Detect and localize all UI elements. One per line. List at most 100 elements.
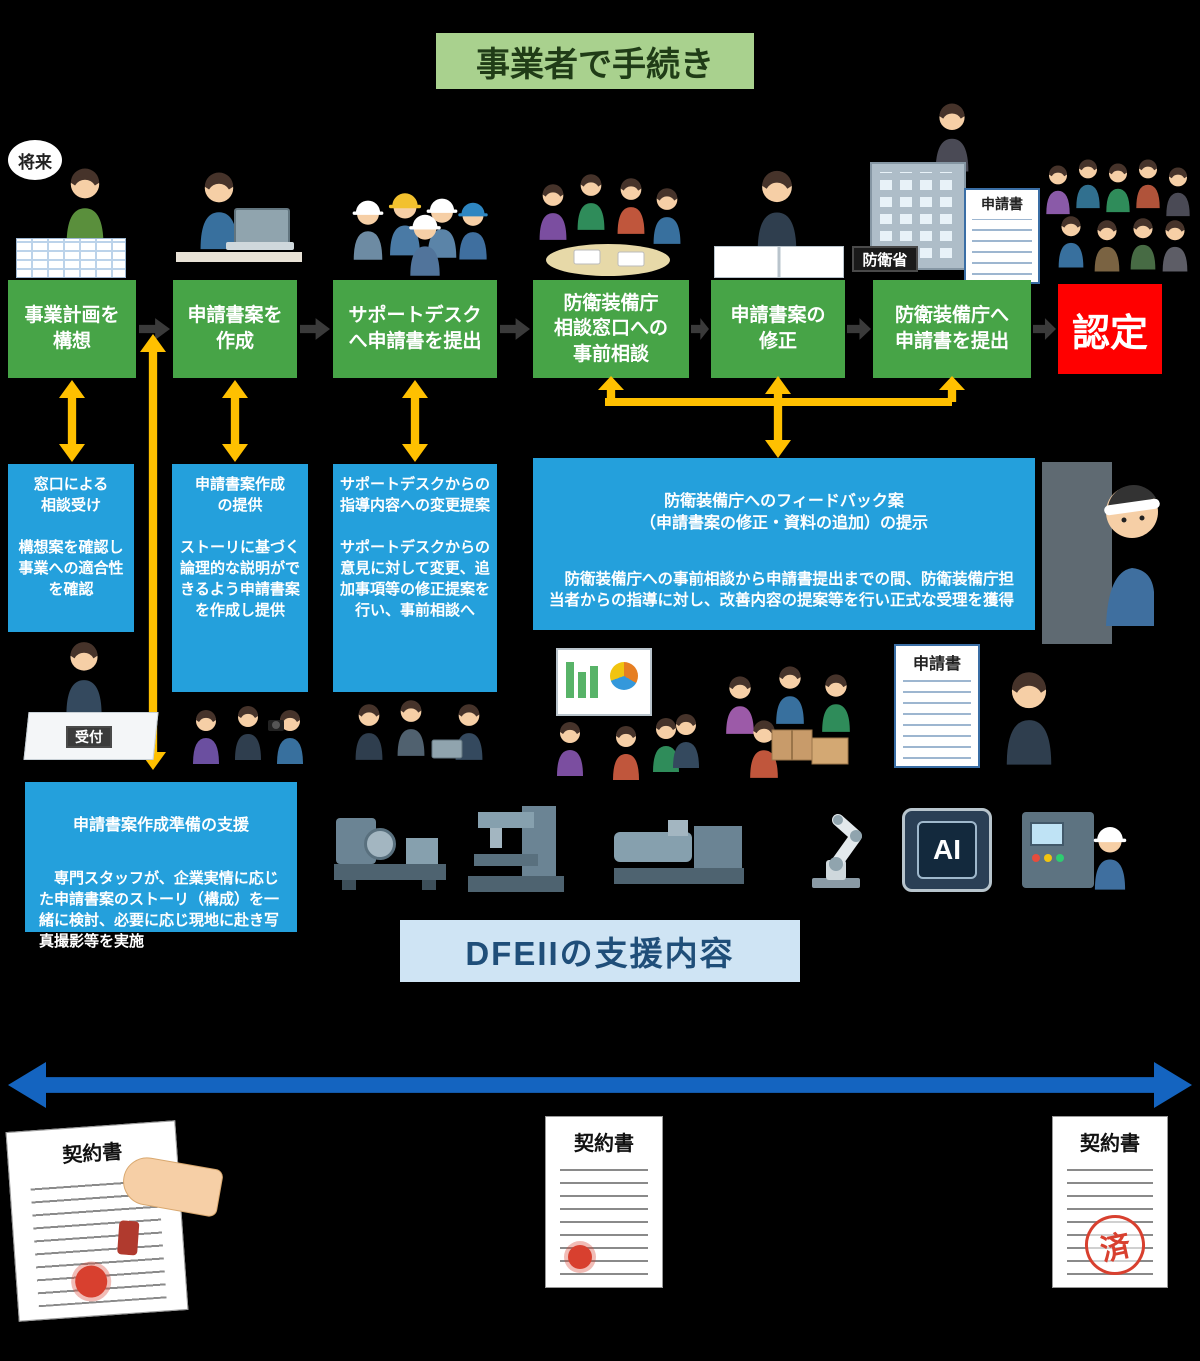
preparation-body: 専門スタッフが、企業実情に応じた申請書案のストーリ（構成）を一緒に検討、必要に応… <box>39 870 280 951</box>
agency-submission-illustration: 防衛省 申請書 <box>852 96 1042 284</box>
support-box-feedback: 防衛装備庁へのフィードバック案 （申請書案の修正・資料の追加）の提示 防衛装備庁… <box>533 458 1035 630</box>
molder-clamp <box>694 826 742 868</box>
machine-button <box>1056 854 1064 862</box>
document-lines <box>972 219 1032 275</box>
robot-arm-illustration <box>812 814 862 888</box>
interview-illustration <box>193 706 303 764</box>
ai-chip-core: AI <box>917 821 977 879</box>
flow-arrow-icon <box>691 318 709 340</box>
support-box-revision: サポートデスクからの指導内容への変更提案 サポートデスクからの意見に対して変更、… <box>333 464 497 692</box>
peeking-person-illustration <box>1104 485 1160 626</box>
contract-title: 契約書 <box>574 1133 634 1155</box>
reception-sign: 受付 <box>66 726 112 748</box>
chart-bar <box>578 672 586 698</box>
flow-step-revise: 申請書案の 修正 <box>711 280 845 378</box>
desk <box>176 252 302 262</box>
operator-machine-illustration <box>1022 804 1134 896</box>
ai-chip-label: AI <box>933 834 961 865</box>
stamp-tool <box>117 1220 140 1256</box>
discussion-illustration <box>355 700 483 760</box>
molder-hopper <box>668 820 688 836</box>
application-document-mid: 申請書 <box>894 644 980 768</box>
mill-spindle <box>490 828 502 848</box>
flow-step-plan: 事業計画を 構想 <box>8 280 136 378</box>
wall <box>1042 462 1112 644</box>
support-box-consultation: 窓口による 相談受け 構想案を確認し事業への適合性を確認 <box>8 464 134 632</box>
molder-barrel <box>614 832 692 862</box>
application-doc-title: 申請書 <box>981 196 1023 212</box>
milling-machine-illustration <box>468 804 564 894</box>
flow-step-submit: 防衛装備庁へ 申請書を提出 <box>873 280 1031 378</box>
laptop-worker-illustration <box>176 160 302 278</box>
box-carrying-illustration <box>726 666 850 778</box>
double-arrow-icon-consult <box>59 380 85 462</box>
machine-screen <box>1030 822 1064 846</box>
support-box-preparation: 申請書案作成準備の支援 専門スタッフが、企業実情に応じた申請書案のストーリ（構成… <box>25 782 297 950</box>
lathe-bed <box>334 864 446 880</box>
chart-bar <box>590 666 598 698</box>
timeline-double-arrow <box>8 1062 1192 1108</box>
support-box-draft: 申請書案作成 の提供 ストーリに基づく論理的な説明ができるよう申請書案を作成し提… <box>172 464 308 692</box>
machine-operator-icon <box>1086 820 1134 892</box>
contract-stamping-illustration: 契約書 <box>5 1120 225 1322</box>
reading-person-icon <box>746 162 808 254</box>
planner-person-icon <box>56 160 114 248</box>
lathe-machine-illustration <box>334 814 446 892</box>
contract-done-illustration: 契約書 済 <box>1052 1116 1168 1288</box>
flow-arrow-icon <box>300 318 330 340</box>
ai-chip-illustration: AI <box>902 808 992 892</box>
blueprint-paper <box>16 238 126 278</box>
double-arrow-icon-feedback <box>765 376 791 458</box>
chart-bar <box>566 662 574 698</box>
flow-step-pre-consult: 防衛装備庁 相談窓口への 事前相談 <box>533 280 689 378</box>
flow-arrow-icon <box>847 318 871 340</box>
celebrating-crowd-illustration <box>1046 159 1190 272</box>
double-arrow-icon-revise <box>402 380 428 462</box>
meeting-illustration <box>539 174 681 276</box>
machine-button <box>1032 854 1040 862</box>
double-arrow-icon-draft <box>222 380 248 462</box>
flow-step-draft: 申請書案を 作成 <box>173 280 297 378</box>
open-documents <box>714 246 844 278</box>
flow-step-support-desk: サポートデスク へ申請書を提出 <box>333 280 497 378</box>
future-speech-bubble: 将来 <box>8 140 62 180</box>
contract-title: 契約書 <box>61 1141 124 1168</box>
header-banner: 事業者で手続き <box>436 33 754 89</box>
mill-base <box>468 876 564 892</box>
chart-pie <box>610 662 638 690</box>
application-document-top: 申請書 <box>964 188 1040 284</box>
machine-button <box>1044 854 1052 862</box>
application-handover-illustration: 申請書 <box>890 644 1070 774</box>
feedback-title: 防衛装備庁へのフィードバック案 （申請書案の修正・資料の追加）の提示 <box>639 493 928 533</box>
dfeii-banner-text: DFEIIの支援内容 <box>465 935 735 972</box>
injection-molding-illustration <box>614 820 744 888</box>
page-title: 事業者で手続き <box>476 45 714 84</box>
presenting-person-icon <box>994 662 1064 768</box>
preparation-title: 申請書案作成準備の支援 <box>72 817 249 834</box>
application-doc-title-mid: 申請書 <box>912 656 961 673</box>
lathe-leg <box>422 880 436 890</box>
whiteboard-meeting-illustration <box>548 648 706 780</box>
dfeii-banner: DFEIIの支援内容 <box>400 920 800 982</box>
ministry-sign: 防衛省 <box>852 246 918 272</box>
laptop-screen <box>234 208 290 246</box>
laptop-base <box>226 242 294 250</box>
lathe-chuck <box>364 828 396 860</box>
reading-illustration <box>706 162 852 278</box>
lathe-leg <box>342 880 356 890</box>
whiteboard <box>556 648 652 716</box>
document-lines <box>903 679 971 759</box>
flow-arrow-icon <box>500 318 530 340</box>
reception-illustration: 受付 <box>23 634 159 766</box>
mill-arm <box>478 812 534 828</box>
receptionist-person-icon <box>56 634 112 718</box>
feedback-body: 防衛装備庁への事前相談から申請書提出までの間、防衛装備庁担当者からの指導に対し、… <box>549 570 1015 610</box>
contract-plain-illustration: 契約書 <box>545 1116 663 1288</box>
lathe-tailstock <box>406 838 438 864</box>
red-stamp-icon <box>568 1245 592 1269</box>
molder-base <box>614 868 744 884</box>
mill-table <box>474 854 538 866</box>
planner-illustration: 将来 <box>4 138 142 278</box>
building-windows <box>880 172 956 258</box>
